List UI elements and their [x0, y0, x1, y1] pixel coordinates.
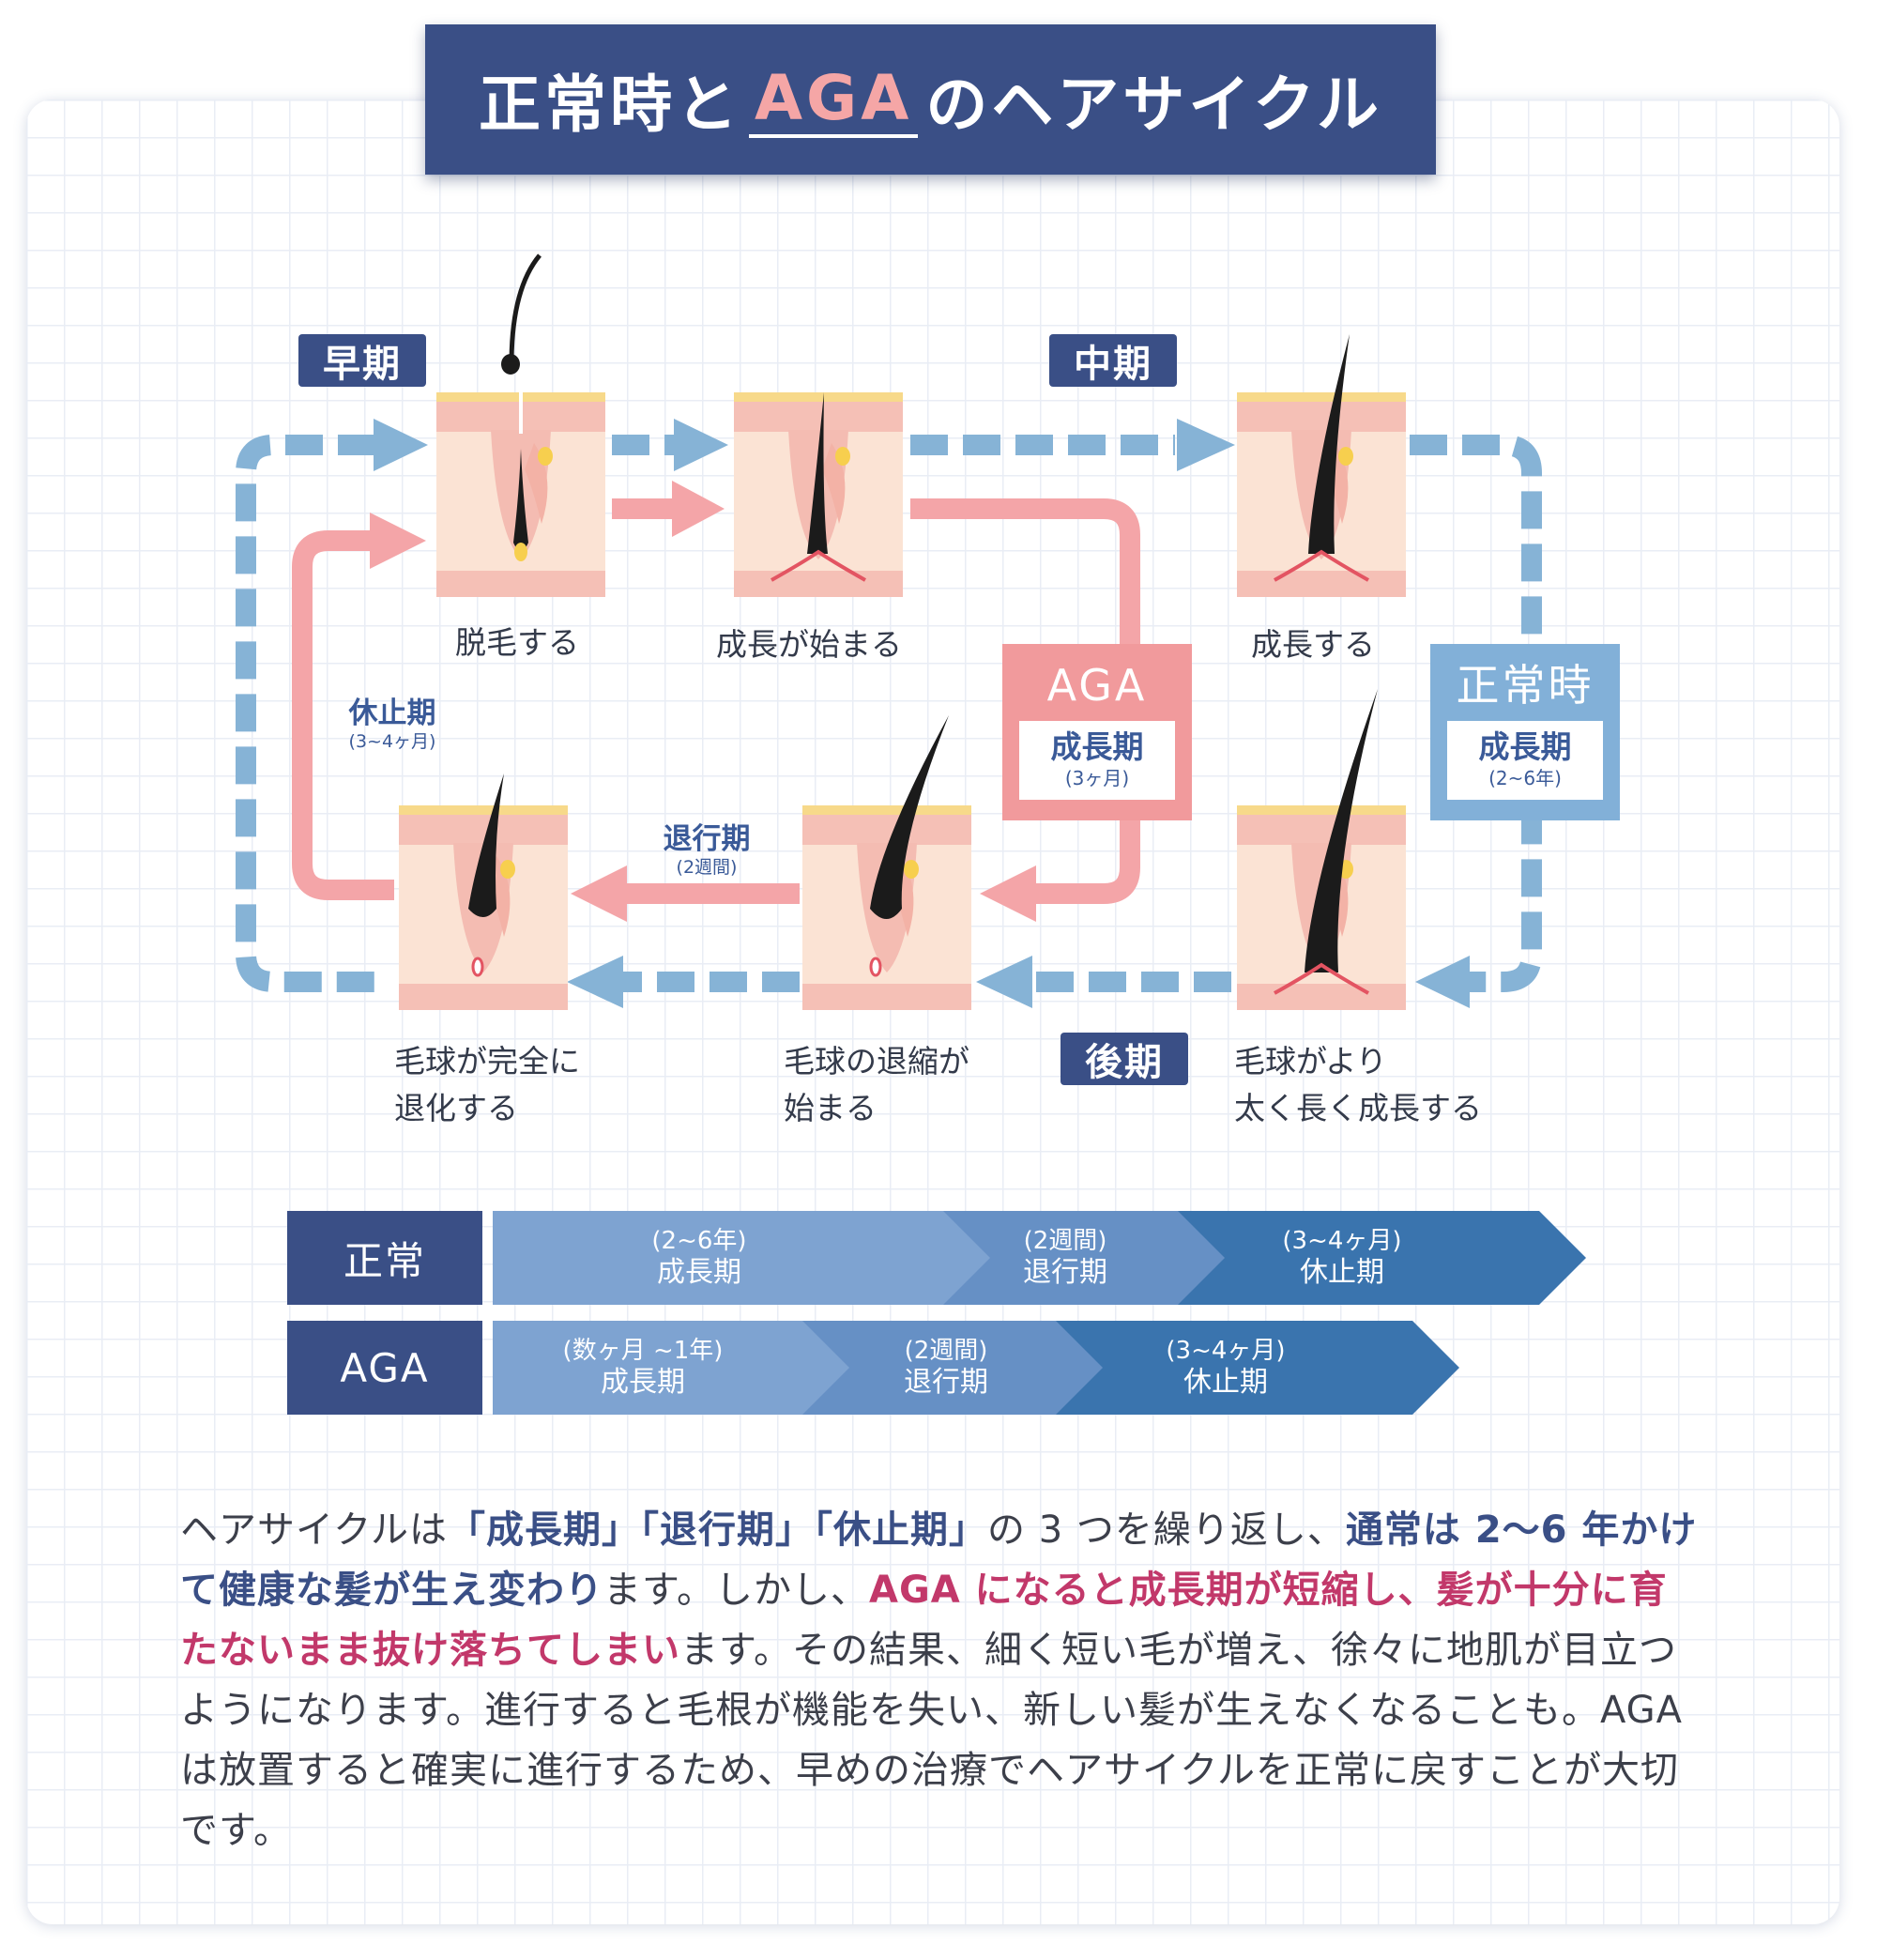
arrow-right-icon — [674, 419, 728, 471]
blue-arrowheads — [374, 419, 1470, 1008]
segment-normal-telogen: (3~4ヶ月) 休止期 — [1239, 1226, 1445, 1290]
timeline-bars — [493, 1211, 1586, 1415]
normal-box-head: 正常時 — [1456, 660, 1595, 711]
segment-normal-catagen: (2週間) 退行期 — [981, 1226, 1150, 1290]
para-highlight-aga: AGA になると成長期が短縮し、髪が十分に育たないまま抜け落ちてしまい — [180, 1569, 1668, 1672]
para-highlight-phases: 「成長期」「退行期」「休止期」 — [448, 1508, 987, 1552]
timeline-aga-catagen — [802, 1321, 1107, 1415]
segment-duration: (3~4ヶ月) — [1282, 1227, 1402, 1255]
caption-thicker-line2: 太く長く成長する — [1234, 1090, 1482, 1126]
follicle-bulb-shrinking — [802, 715, 971, 1010]
arrow-right-icon — [374, 419, 428, 471]
follicle-bulb-regressed — [399, 773, 568, 1010]
follicle-shedding — [436, 253, 605, 597]
normal-growth-box: 正常時 成長期 (2~6年) — [1430, 644, 1620, 820]
timeline-normal-catagen — [943, 1211, 1229, 1305]
normal-box-duration: (2~6年) — [1488, 767, 1562, 789]
follicle-growth — [1237, 334, 1406, 597]
label-catagen-duration: (2週間) — [676, 857, 738, 878]
arrow-left-icon — [980, 865, 1036, 922]
label-catagen: 退行期 (2週間) — [648, 822, 766, 879]
segment-phase: 退行期 — [1023, 1256, 1107, 1289]
segment-aga-telogen: (3~4ヶ月) 休止期 — [1122, 1336, 1329, 1400]
timeline-normal-growth — [493, 1211, 1014, 1305]
caption-bulb-regress-line2: 退化する — [394, 1090, 518, 1126]
aga-box-head: AGA — [1046, 660, 1148, 711]
caption-growth-start: 成長が始まる — [716, 626, 902, 663]
segment-phase: 退行期 — [904, 1366, 988, 1399]
caption-bulb-shrink-line2: 始まる — [784, 1090, 877, 1126]
timeline-aga-telogen — [1056, 1321, 1459, 1415]
segment-duration: (2週間) — [1023, 1227, 1107, 1255]
arrow-left-icon — [1415, 956, 1470, 1008]
timeline-row-label-normal: 正常 — [287, 1211, 482, 1305]
segment-duration: (2~6年) — [651, 1227, 747, 1255]
segment-phase: 休止期 — [1183, 1366, 1268, 1399]
pink-arrowheads — [370, 481, 1036, 922]
timeline-normal-telogen — [1178, 1211, 1586, 1305]
tag-middle: 中期 — [1049, 334, 1177, 387]
arrow-right-icon — [370, 513, 426, 569]
aga-box-inner: 成長期 (3ヶ月) — [1019, 721, 1175, 800]
caption-growth: 成長する — [1251, 626, 1375, 663]
normal-box-phase: 成長期 — [1478, 728, 1572, 765]
caption-bulb-regress: 毛球が完全に 退化する — [394, 1038, 580, 1132]
follicle-thicker — [1237, 689, 1406, 1010]
label-telogen-name: 休止期 — [348, 697, 436, 730]
page-title: 正常時と AGA のヘアサイクル — [425, 24, 1436, 175]
arrow-right-icon — [1177, 419, 1235, 471]
segment-aga-catagen: (2週間) 退行期 — [862, 1336, 1030, 1400]
segment-phase: 成長期 — [657, 1256, 741, 1289]
label-telogen: 休止期 (3~4ヶ月) — [333, 697, 451, 753]
aga-box-duration: (3ヶ月) — [1064, 767, 1130, 789]
para-highlight-normal: 通常は 2〜6 年かけて健康な髪が生え変わり — [180, 1508, 1698, 1612]
follicle-growth-start — [734, 392, 903, 597]
label-telogen-duration: (3~4ヶ月) — [348, 731, 436, 752]
arrow-left-icon — [571, 865, 627, 922]
para-part-1: ヘアサイクルは — [180, 1508, 448, 1552]
para-part-2: の 3 つを繰り返し、 — [987, 1508, 1346, 1552]
tag-early: 早期 — [298, 334, 426, 387]
content-card — [26, 100, 1839, 1924]
segment-duration: (3~4ヶ月) — [1166, 1337, 1286, 1365]
arrow-right-icon — [672, 481, 725, 537]
caption-bulb-shrink: 毛球の退縮が 始まる — [784, 1038, 969, 1132]
title-before: 正常時と — [478, 69, 741, 141]
timeline-row-label-aga: AGA — [287, 1321, 482, 1415]
description-paragraph: ヘアサイクルは「成長期」「退行期」「休止期」の 3 つを繰り返し、通常は 2〜6… — [180, 1500, 1701, 1860]
segment-duration: (数ヶ月 ~1年) — [562, 1337, 724, 1365]
title-highlight: AGA — [748, 62, 919, 138]
tag-late: 後期 — [1061, 1033, 1188, 1085]
para-part-4: ます。その結果、細く短い毛が増え、徐々に地肌が目立つようになります。進行すると毛… — [180, 1629, 1684, 1852]
caption-shedding: 脱毛する — [455, 624, 579, 661]
segment-phase: 成長期 — [601, 1366, 685, 1399]
normal-box-inner: 成長期 (2~6年) — [1447, 721, 1603, 800]
caption-thicker-line1: 毛球がより — [1234, 1043, 1387, 1080]
aga-box-phase: 成長期 — [1050, 728, 1144, 765]
aga-growth-box: AGA 成長期 (3ヶ月) — [1002, 644, 1192, 820]
segment-aga-growth: (数ヶ月 ~1年) 成長期 — [540, 1336, 746, 1400]
caption-bulb-regress-line1: 毛球が完全に — [394, 1043, 580, 1080]
timeline-aga-growth — [493, 1321, 854, 1415]
arrow-left-icon — [976, 956, 1032, 1008]
segment-normal-growth: (2~6年) 成長期 — [615, 1226, 784, 1290]
caption-thicker: 毛球がより 太く長く成長する — [1234, 1038, 1482, 1132]
title-after: のヘアサイクル — [925, 69, 1383, 141]
arrow-left-icon — [567, 956, 623, 1008]
label-catagen-name: 退行期 — [663, 822, 751, 856]
segment-phase: 休止期 — [1300, 1256, 1384, 1289]
caption-bulb-shrink-line1: 毛球の退縮が — [784, 1043, 969, 1080]
para-part-3: ます。しかし、 — [603, 1569, 869, 1612]
segment-duration: (2週間) — [904, 1337, 988, 1365]
